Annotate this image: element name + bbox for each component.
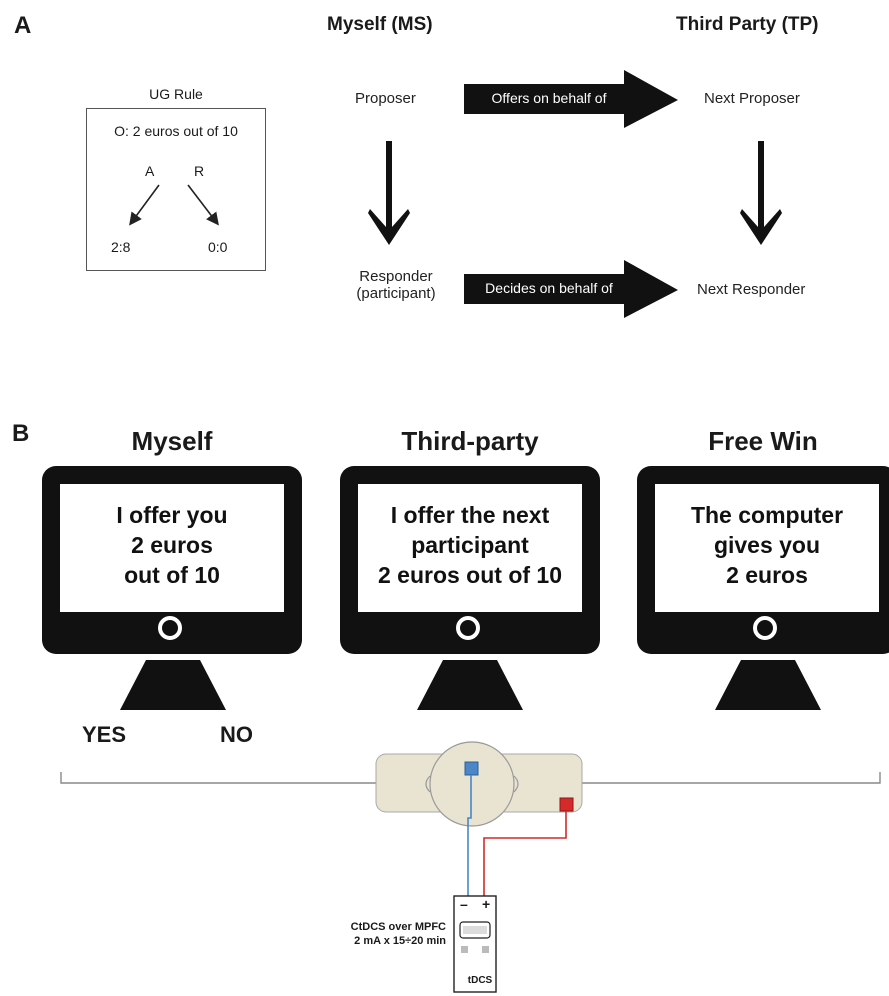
monitor-free-win-line-3: 2 euros bbox=[726, 562, 808, 588]
monitor-free-win-power-icon bbox=[753, 616, 777, 640]
ug-reject: R bbox=[194, 163, 205, 179]
monitor-third-party-screen: I offer the next participant 2 euros out… bbox=[358, 484, 582, 612]
head-outline bbox=[429, 741, 515, 827]
cathode-electrode bbox=[464, 761, 479, 776]
ug-rule-box: O: 2 euros out of 10 A R 2:8 0:0 bbox=[86, 108, 266, 271]
tdcs-minus-label: – bbox=[460, 896, 468, 912]
monitor-third-party-power-icon bbox=[456, 616, 480, 640]
monitor-third-party: I offer the next participant 2 euros out… bbox=[340, 466, 600, 654]
offers-arrow-label: Offers on behalf of bbox=[491, 90, 607, 106]
decides-arrow-shape bbox=[464, 260, 678, 318]
header-third-party: Third Party (TP) bbox=[676, 14, 819, 35]
proposer-down-arrow bbox=[368, 141, 410, 245]
tdcs-protocol-line-2: 2 mA x 15÷20 min bbox=[354, 935, 446, 947]
no-choice: NO bbox=[220, 722, 253, 747]
ug-accept-outcome: 2:8 bbox=[111, 239, 131, 255]
monitor-myself-title: Myself bbox=[131, 426, 213, 456]
monitor-free-win: The computer gives you 2 euros bbox=[637, 466, 889, 654]
panel-b-letter: B bbox=[12, 420, 30, 447]
responder-line-1: Responder bbox=[359, 268, 433, 285]
monitor-myself-line-2: 2 euros bbox=[131, 532, 213, 558]
monitor-free-win-screen: The computer gives you 2 euros bbox=[655, 484, 879, 612]
monitor-free-win-line-1: The computer bbox=[690, 502, 844, 528]
left-ear bbox=[425, 775, 431, 793]
tdcs-protocol-text: CtDCS over MPFC 2 mA x 15÷20 min bbox=[296, 920, 446, 948]
monitor-myself: I offer you 2 euros out of 10 bbox=[42, 466, 302, 654]
offers-arrow-shape bbox=[464, 70, 678, 128]
proposer-label: Proposer bbox=[355, 90, 416, 107]
responder-line-2: (participant) bbox=[356, 285, 436, 302]
monitor-myself-stand bbox=[120, 660, 226, 710]
monitor-third-party-line-3: 2 euros out of 10 bbox=[377, 562, 563, 588]
yes-choice: YES bbox=[82, 722, 127, 747]
next-proposer-down-arrow bbox=[740, 141, 782, 245]
monitor-third-party-stand bbox=[417, 660, 523, 710]
ug-accept: A bbox=[145, 163, 155, 179]
ug-offer: O: 2 euros out of 10 bbox=[114, 123, 238, 139]
next-responder-label: Next Responder bbox=[697, 281, 806, 298]
anode-wire bbox=[483, 811, 567, 900]
decides-arrow-label: Decides on behalf of bbox=[485, 280, 613, 296]
monitor-third-party-title: Third-party bbox=[401, 426, 539, 456]
monitor-myself-line-3: out of 10 bbox=[124, 562, 220, 588]
ug-branch-arrows bbox=[129, 184, 219, 226]
tdcs-device-label: tDCS bbox=[467, 975, 493, 986]
monitor-free-win-title: Free Win bbox=[708, 426, 818, 456]
monitor-third-party-line-1: I offer the next bbox=[390, 502, 550, 528]
cathode-wire bbox=[467, 775, 472, 900]
next-proposer-label: Next Proposer bbox=[704, 90, 800, 107]
tdcs-device bbox=[453, 895, 497, 993]
anode-electrode bbox=[559, 797, 574, 812]
monitor-myself-power-icon bbox=[158, 616, 182, 640]
panel-a-letter: A bbox=[14, 12, 32, 39]
tdcs-head-illustration bbox=[375, 741, 583, 993]
monitor-free-win-stand bbox=[715, 660, 821, 710]
monitor-myself-screen: I offer you 2 euros out of 10 bbox=[60, 484, 284, 612]
responder-label: Responder (participant) bbox=[336, 268, 456, 302]
right-ear bbox=[513, 775, 519, 793]
ug-reject-outcome: 0:0 bbox=[208, 239, 228, 255]
tdcs-protocol-line-1: CtDCS over MPFC bbox=[350, 921, 446, 933]
monitor-myself-line-1: I offer you bbox=[116, 502, 228, 528]
tdcs-plus-label: + bbox=[482, 896, 491, 912]
header-myself: Myself (MS) bbox=[327, 14, 433, 35]
monitor-free-win-line-2: gives you bbox=[713, 532, 821, 558]
monitor-third-party-line-2: participant bbox=[411, 532, 529, 558]
ug-rule-title: UG Rule bbox=[149, 86, 203, 102]
